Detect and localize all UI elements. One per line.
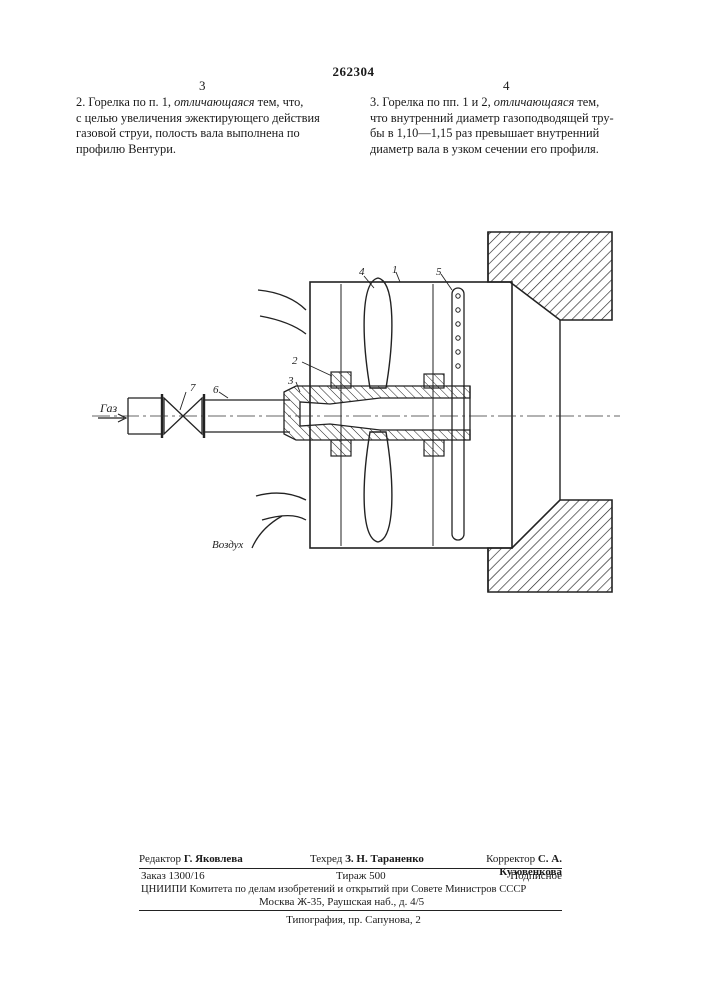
burner-housing bbox=[310, 232, 512, 592]
label-part-6: 6 bbox=[213, 384, 219, 396]
corrector-label: Корректор bbox=[486, 853, 535, 865]
institute: ЦНИИПИ Комитета по делам изобретений и о… bbox=[141, 883, 562, 896]
techred-line: Техред З. Н. Тараненко bbox=[310, 853, 424, 866]
techred-label: Техред bbox=[310, 853, 342, 865]
editor-label: Редактор bbox=[139, 853, 181, 865]
imprint-rule-bottom bbox=[139, 910, 562, 911]
label-part-4: 4 bbox=[359, 266, 365, 278]
label-gas: Газ bbox=[99, 401, 118, 415]
order-number: Заказ 1300/16 bbox=[141, 870, 205, 883]
editor-name: Г. Яковлева bbox=[184, 853, 243, 865]
venturi-shaft bbox=[284, 386, 470, 440]
circulation: Тираж 500 bbox=[336, 870, 386, 883]
address: Москва Ж-35, Раушская наб., д. 4/5 bbox=[259, 896, 424, 909]
label-part-1: 1 bbox=[392, 264, 398, 276]
editor-line: Редактор Г. Яковлева bbox=[139, 853, 243, 866]
label-part-2: 2 bbox=[292, 355, 298, 367]
printer: Типография, пр. Сапунова, 2 bbox=[0, 914, 707, 927]
gas-arrow bbox=[98, 414, 126, 422]
fan-blades bbox=[364, 278, 392, 542]
imprint-rule bbox=[139, 868, 562, 869]
perforated-tube bbox=[452, 288, 464, 540]
label-air: Воздух bbox=[212, 539, 243, 551]
techred-name: З. Н. Тараненко bbox=[345, 853, 424, 865]
subscription: Подписное bbox=[462, 870, 562, 883]
label-part-5: 5 bbox=[436, 266, 442, 278]
furnace-wall bbox=[488, 232, 612, 592]
label-part-7: 7 bbox=[190, 382, 196, 394]
label-part-3: 3 bbox=[287, 375, 294, 387]
